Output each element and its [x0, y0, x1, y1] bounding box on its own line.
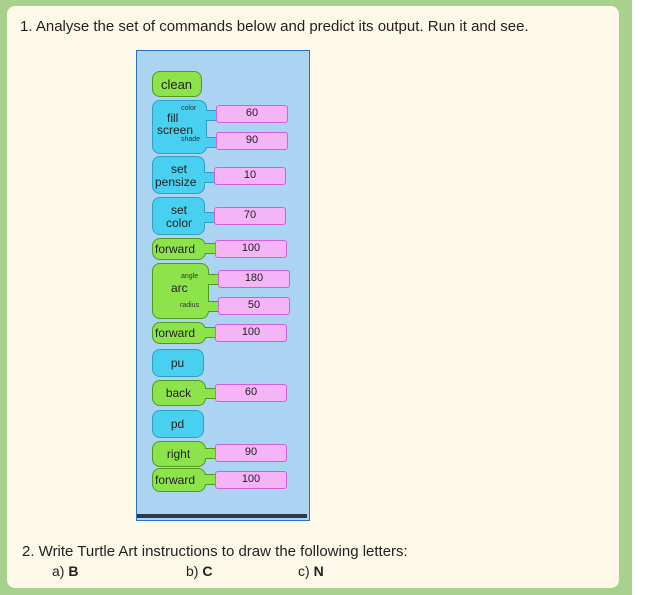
back-label: back: [165, 386, 192, 400]
shade-arg-label: shade: [181, 136, 201, 143]
option-c-prefix: c): [298, 563, 314, 579]
right-block[interactable]: right: [152, 441, 206, 467]
canvas-bottom-bar: [137, 514, 307, 518]
option-b-prefix: b): [186, 563, 203, 579]
forward-value[interactable]: 100: [215, 471, 287, 489]
option-c-letter: N: [313, 563, 324, 579]
option-a: a) B: [52, 563, 78, 579]
question-1: 1. Analyse the set of commands below and…: [20, 18, 529, 35]
option-b-letter: C: [202, 563, 213, 579]
set-label: set: [171, 162, 188, 176]
radius-arg-label: radius: [180, 302, 200, 309]
forward-label: forward: [155, 473, 196, 487]
forward-block[interactable]: forward: [152, 238, 206, 260]
fill-label: fill: [167, 111, 179, 125]
fill-color-value[interactable]: 60: [216, 105, 288, 123]
set-label: set: [171, 203, 188, 217]
screen-label: screen: [157, 123, 194, 137]
forward-label: forward: [155, 242, 196, 256]
clean-label: clean: [160, 77, 193, 92]
forward-label: forward: [155, 326, 196, 340]
forward-value[interactable]: 100: [215, 240, 287, 258]
right-label: right: [166, 447, 191, 461]
pen-up-block[interactable]: pu: [152, 349, 204, 377]
clean-block[interactable]: clean: [152, 71, 202, 97]
right-value[interactable]: 90: [215, 444, 287, 462]
arc-radius-value[interactable]: 50: [218, 297, 290, 315]
pen-down-block[interactable]: pd: [152, 410, 204, 438]
question-2: 2. Write Turtle Art instructions to draw…: [22, 543, 408, 560]
color-arg-label: color: [181, 105, 197, 112]
color-label: color: [166, 216, 193, 230]
pu-label: pu: [170, 356, 185, 370]
option-a-letter: B: [68, 563, 79, 579]
option-c: c) N: [298, 563, 324, 579]
option-a-prefix: a): [52, 563, 69, 579]
fill-screen-block[interactable]: color fill screen shade: [152, 100, 207, 154]
arc-label: arc: [171, 281, 188, 295]
content-card: [7, 6, 619, 588]
pd-label: pd: [170, 417, 185, 431]
set-color-block[interactable]: set color: [152, 197, 205, 235]
fill-shade-value[interactable]: 90: [216, 132, 288, 150]
arc-block[interactable]: angle arc radius: [152, 263, 209, 319]
forward-block[interactable]: forward: [152, 322, 206, 344]
pensize-value[interactable]: 10: [214, 167, 286, 185]
set-pensize-block[interactable]: set pensize: [152, 156, 205, 194]
back-value[interactable]: 60: [215, 384, 287, 402]
angle-arg-label: angle: [181, 273, 199, 280]
pensize-label: pensize: [155, 175, 197, 189]
arc-angle-value[interactable]: 180: [218, 270, 290, 288]
forward-block[interactable]: forward: [152, 468, 206, 492]
back-block[interactable]: back: [152, 380, 206, 406]
option-b: b) C: [186, 563, 212, 579]
forward-value[interactable]: 100: [215, 324, 287, 342]
color-value[interactable]: 70: [214, 207, 286, 225]
